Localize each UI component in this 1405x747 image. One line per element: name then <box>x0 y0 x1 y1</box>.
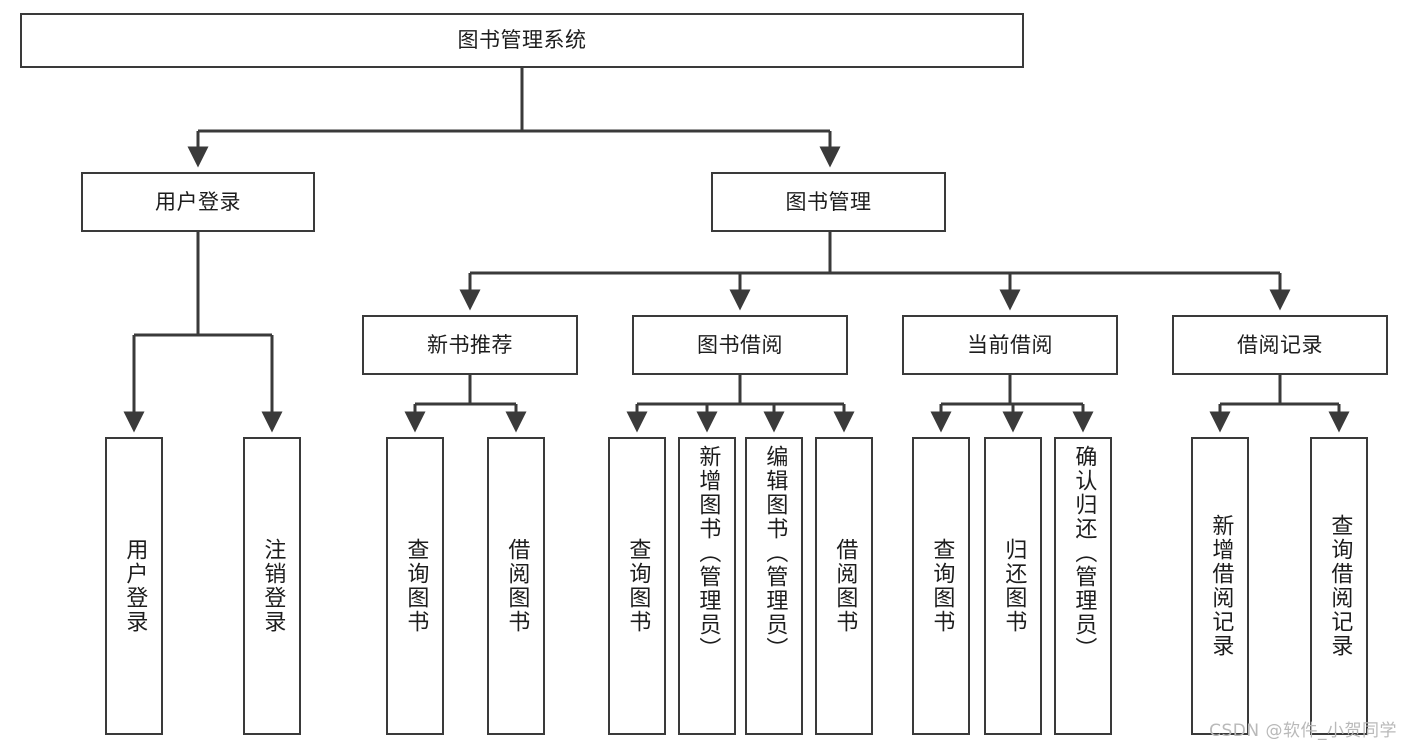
node-leaf-confirm-return[interactable]: 确认归还（管理员） <box>1054 437 1112 735</box>
node-borrow-records[interactable]: 借阅记录 <box>1172 315 1388 375</box>
node-leaf-return-book[interactable]: 归还图书 <box>984 437 1042 735</box>
node-leaf-edit-book-label: 编辑图书（管理员） <box>762 445 788 661</box>
node-leaf-add-record[interactable]: 新增借阅记录 <box>1191 437 1249 735</box>
node-leaf-user-logout-label: 注销登录 <box>260 538 286 634</box>
node-leaf-query-book-3-label: 查询图书 <box>929 538 955 634</box>
node-leaf-borrow-book-1-label: 借阅图书 <box>504 538 530 634</box>
node-leaf-query-book-2-label: 查询图书 <box>625 538 651 634</box>
node-current-borrow-label: 当前借阅 <box>967 332 1053 357</box>
node-leaf-query-record[interactable]: 查询借阅记录 <box>1310 437 1368 735</box>
node-book-borrow[interactable]: 图书借阅 <box>632 315 848 375</box>
node-leaf-borrow-book-1[interactable]: 借阅图书 <box>487 437 545 735</box>
node-leaf-user-login[interactable]: 用户登录 <box>105 437 163 735</box>
node-leaf-confirm-return-label: 确认归还（管理员） <box>1071 445 1097 661</box>
node-borrow-records-label: 借阅记录 <box>1237 332 1323 357</box>
node-leaf-query-book-1-label: 查询图书 <box>403 538 429 634</box>
node-leaf-query-book-1[interactable]: 查询图书 <box>386 437 444 735</box>
csdn-watermark: CSDN @软件_小贺同学 <box>1209 721 1397 741</box>
node-book-management-label: 图书管理 <box>785 189 872 214</box>
node-root[interactable]: 图书管理系统 <box>20 13 1024 68</box>
node-leaf-user-logout[interactable]: 注销登录 <box>243 437 301 735</box>
node-book-borrow-label: 图书借阅 <box>697 332 783 357</box>
node-leaf-borrow-book-2[interactable]: 借阅图书 <box>815 437 873 735</box>
node-leaf-edit-book[interactable]: 编辑图书（管理员） <box>745 437 803 735</box>
node-leaf-query-book-3[interactable]: 查询图书 <box>912 437 970 735</box>
node-leaf-query-book-2[interactable]: 查询图书 <box>608 437 666 735</box>
node-leaf-return-book-label: 归还图书 <box>1001 538 1027 634</box>
node-leaf-add-book[interactable]: 新增图书（管理员） <box>678 437 736 735</box>
node-user-login-label: 用户登录 <box>155 189 241 214</box>
node-leaf-borrow-book-2-label: 借阅图书 <box>832 538 858 634</box>
node-current-borrow[interactable]: 当前借阅 <box>902 315 1118 375</box>
node-new-book-recommend[interactable]: 新书推荐 <box>362 315 578 375</box>
node-leaf-user-login-label: 用户登录 <box>122 538 148 634</box>
node-book-management[interactable]: 图书管理 <box>711 172 946 232</box>
node-leaf-query-record-label: 查询借阅记录 <box>1327 514 1353 658</box>
node-leaf-add-record-label: 新增借阅记录 <box>1208 514 1234 658</box>
node-leaf-add-book-label: 新增图书（管理员） <box>695 445 721 661</box>
node-root-label: 图书管理系统 <box>457 28 587 53</box>
node-user-login[interactable]: 用户登录 <box>81 172 315 232</box>
node-new-book-recommend-label: 新书推荐 <box>427 332 513 357</box>
